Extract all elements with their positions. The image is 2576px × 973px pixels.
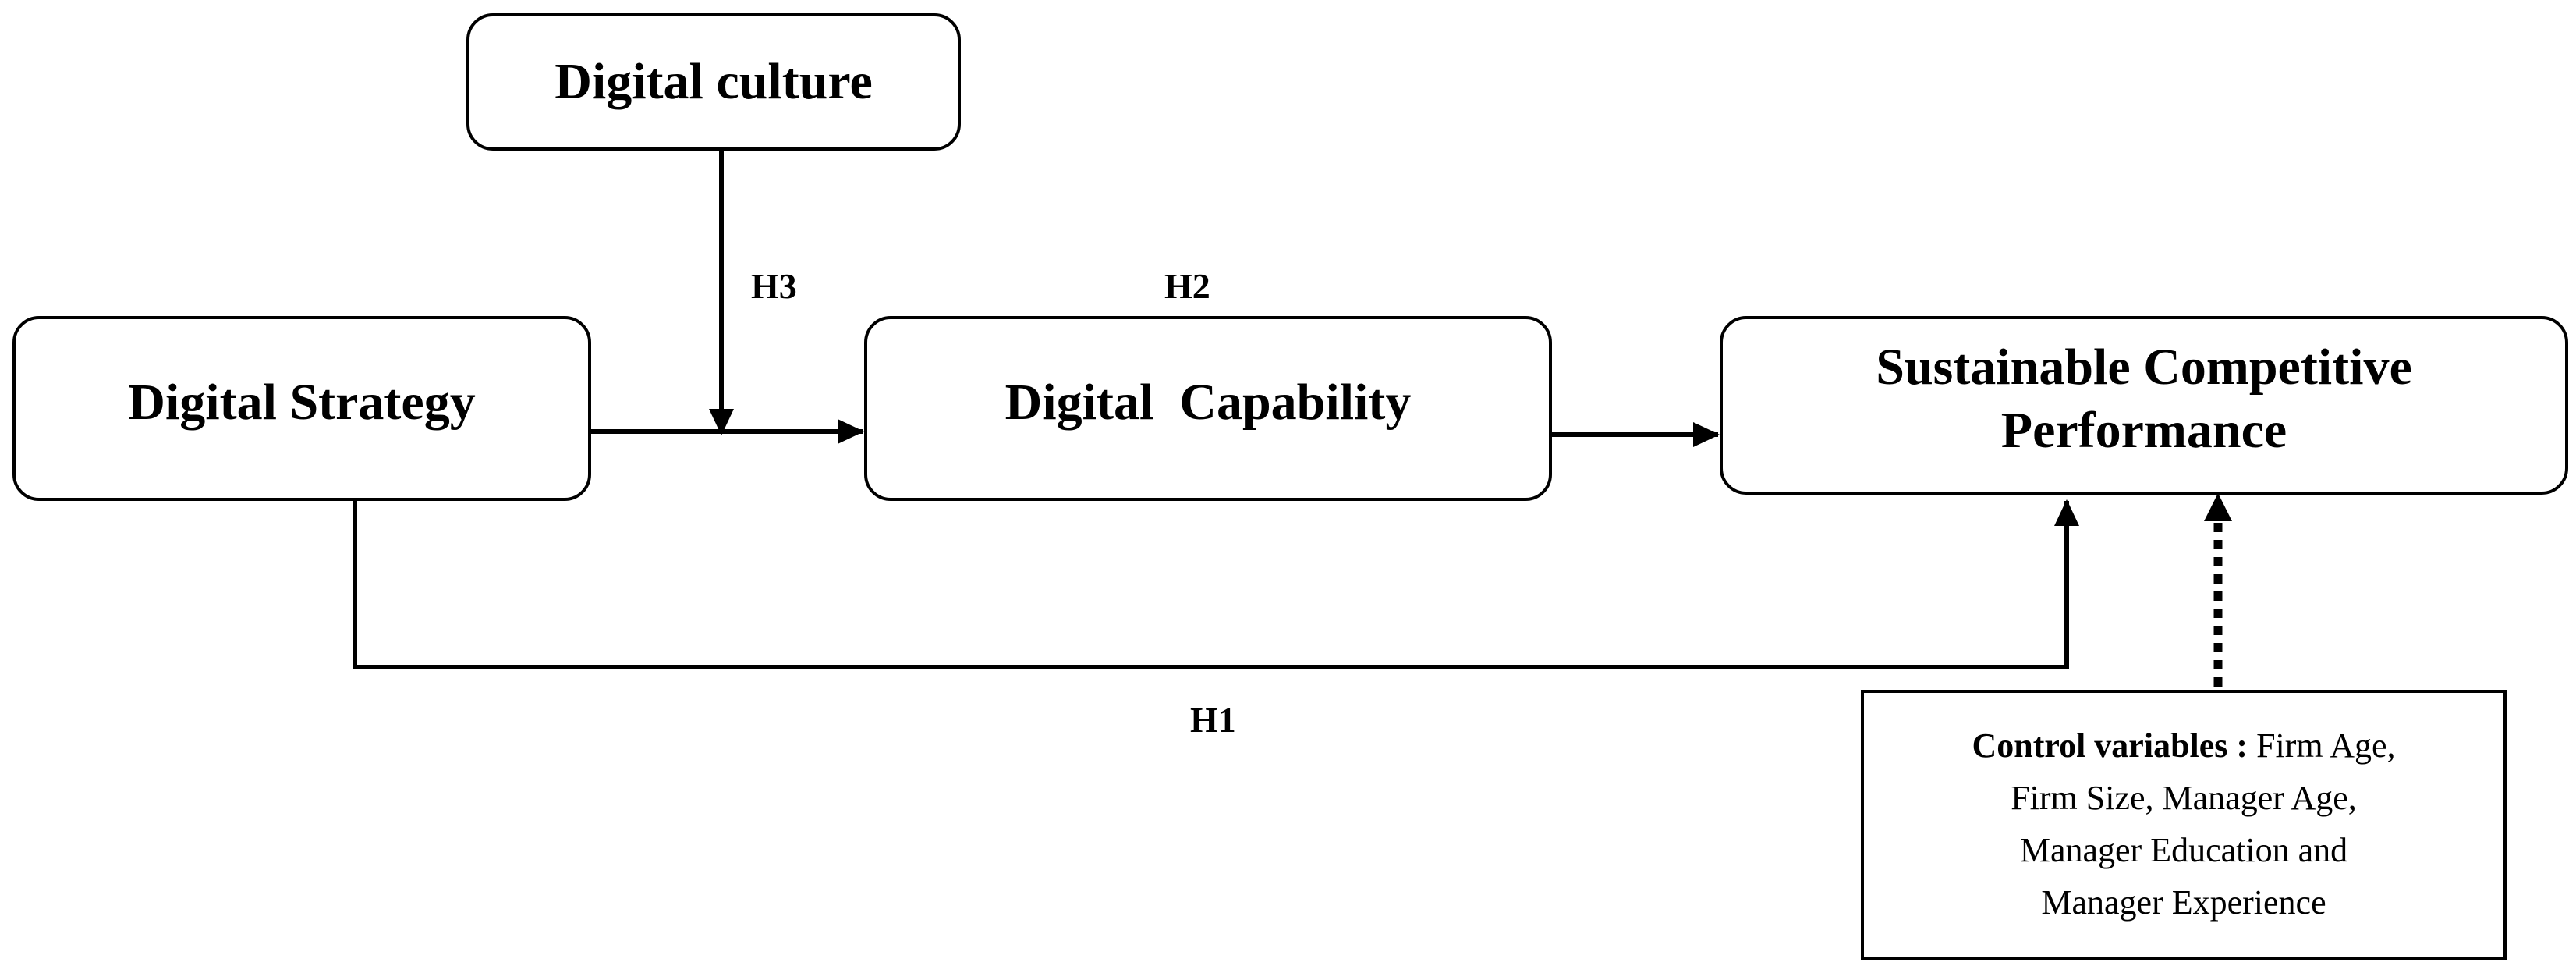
- control-variables-line1-rest: Firm Age,: [2256, 726, 2396, 765]
- node-digital-capability-label: Digital Capability: [1005, 374, 1412, 431]
- control-variables-line1: Control variables : Firm Age,: [1972, 720, 2395, 772]
- control-variables-box: Control variables : Firm Age, Firm Size,…: [1861, 690, 2507, 960]
- node-digital-strategy: Digital Strategy: [12, 316, 591, 501]
- control-variables-line3: Manager Education and: [2019, 831, 2348, 869]
- node-performance-label: Sustainable Competitive Performance: [1876, 336, 2412, 462]
- hypothesis-label-h1: H1: [1190, 700, 1236, 740]
- control-variables-heading: Control variables :: [1972, 726, 2248, 765]
- hypothesis-label-h3: H3: [751, 266, 797, 306]
- control-variables-line2: Firm Size, Manager Age,: [2011, 779, 2357, 818]
- arrowhead-controls: [2204, 493, 2232, 521]
- node-digital-capability: Digital Capability: [864, 316, 1552, 501]
- node-digital-culture-label: Digital culture: [555, 52, 873, 110]
- node-digital-strategy-label: Digital Strategy: [128, 374, 476, 431]
- node-performance-label-line1: Sustainable Competitive: [1876, 338, 2412, 396]
- control-variables-line4: Manager Experience: [2041, 882, 2326, 922]
- arrow-h1-strategy-to-performance: [353, 499, 2079, 669]
- node-performance-label-line2: Performance: [2000, 401, 2287, 459]
- hypothesis-label-h2: H2: [1164, 266, 1210, 306]
- control-variables-text: Control variables : Firm Age, Firm Size,…: [1956, 720, 2411, 929]
- node-sustainable-competitive-performance: Sustainable Competitive Performance: [1720, 316, 2568, 495]
- node-digital-culture: Digital culture: [466, 13, 961, 151]
